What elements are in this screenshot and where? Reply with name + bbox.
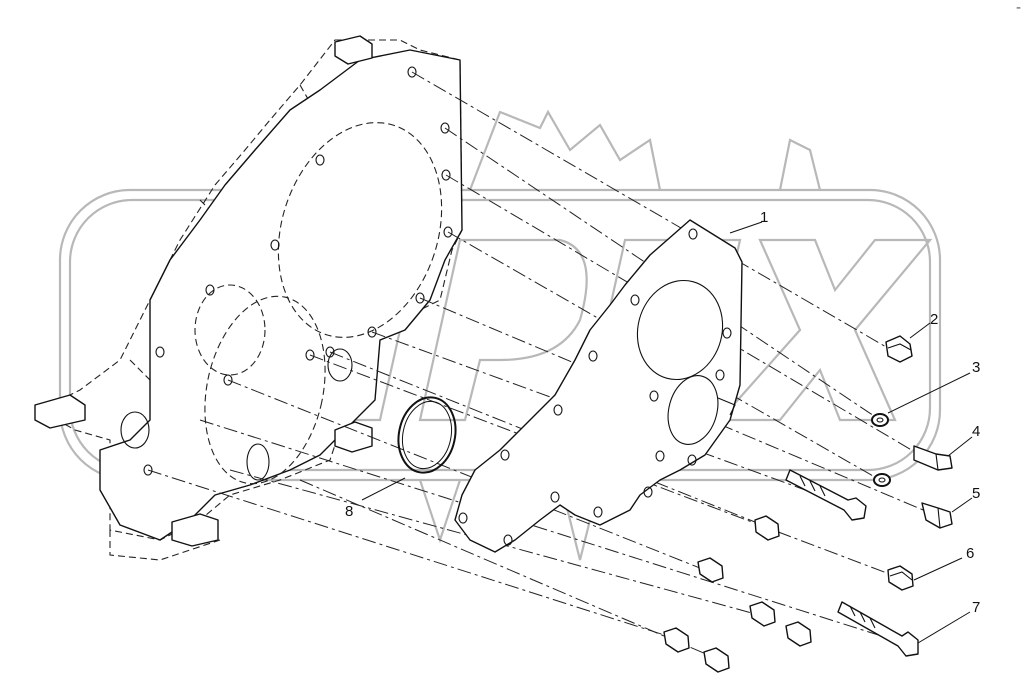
fastener-small-bolt-c[interactable] bbox=[749, 601, 776, 627]
fastener-washer-part-3[interactable] bbox=[871, 413, 889, 427]
callout-1: 1 bbox=[760, 209, 768, 226]
callout-4: 4 bbox=[972, 423, 980, 440]
callout-5: 5 bbox=[972, 485, 980, 502]
engine-housing bbox=[34, 35, 463, 561]
callout-labels: 1 2 3 4 5 6 7 8 bbox=[345, 209, 980, 616]
fastener-socket-screw-part-4[interactable] bbox=[913, 445, 953, 471]
fastener-small-bolt-f[interactable] bbox=[703, 647, 730, 673]
housing-holes bbox=[143, 66, 453, 476]
fastener-bolt-part-5[interactable] bbox=[921, 502, 953, 529]
fastener-small-bolt-a[interactable] bbox=[754, 515, 780, 541]
corner-mark: - bbox=[1016, 0, 1021, 16]
cover-plate-part-1[interactable] bbox=[454, 219, 743, 553]
fastener-bolt-part-2[interactable] bbox=[885, 335, 913, 363]
fastener-small-bolt-b[interactable] bbox=[697, 557, 724, 583]
cover-plate-holes bbox=[458, 228, 732, 546]
fastener-small-bolt-e[interactable] bbox=[663, 627, 690, 653]
fastener-bolt-part-6[interactable] bbox=[887, 565, 914, 591]
callout-2: 2 bbox=[930, 311, 938, 328]
fastener-small-bolt-d[interactable] bbox=[785, 621, 812, 647]
fastener-washer-second[interactable] bbox=[873, 473, 891, 487]
callout-6: 6 bbox=[966, 545, 974, 562]
o-ring-part-8[interactable] bbox=[392, 392, 463, 478]
fastener-long-bolt-part-7[interactable] bbox=[837, 601, 919, 657]
callout-7: 7 bbox=[972, 599, 980, 616]
callout-3: 3 bbox=[972, 359, 980, 376]
callout-8: 8 bbox=[345, 503, 353, 520]
fastener-long-bolt-upper[interactable] bbox=[785, 469, 867, 521]
leader-lines bbox=[361, 221, 973, 644]
